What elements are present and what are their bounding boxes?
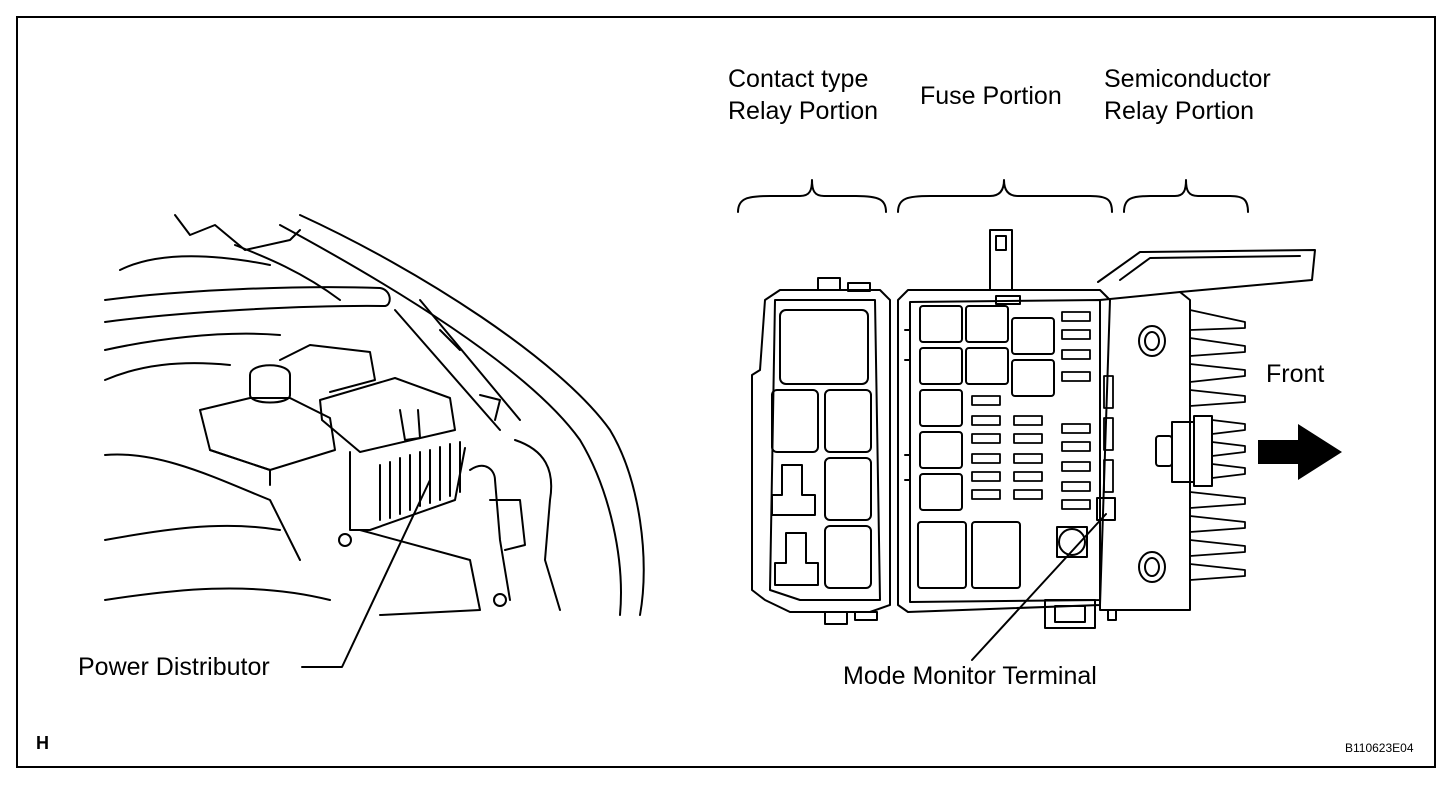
figure-code: B110623E04 [1345, 741, 1414, 755]
mode-monitor-terminal-label: Mode Monitor Terminal [843, 662, 1097, 690]
front-label: Front [1266, 360, 1325, 388]
mode-monitor-leader-line [971, 513, 1107, 661]
figure-frame [16, 16, 1436, 768]
engine-compartment-illustration [104, 214, 645, 616]
corner-mark: H [36, 733, 49, 753]
contact-relay-label-line-2: Relay Portion [728, 97, 879, 125]
power-distributor-leader-line [301, 479, 431, 668]
power-distributor-top-view [751, 229, 1316, 629]
contact-relay-label: Contact type Relay Portion [728, 63, 878, 127]
power-distributor-label: Power Distributor [78, 653, 270, 681]
semiconductor-relay-label-line-2: Relay Portion [1104, 97, 1255, 125]
semiconductor-relay-label-line-1: Semiconductor [1104, 65, 1271, 93]
semiconductor-relay-label: Semiconductor Relay Portion [1104, 63, 1271, 127]
contact-relay-label-line-1: Contact type [728, 65, 869, 93]
fuse-portion-label: Fuse Portion [920, 82, 1062, 110]
front-arrow-icon [1258, 424, 1342, 480]
section-braces [737, 179, 1249, 213]
